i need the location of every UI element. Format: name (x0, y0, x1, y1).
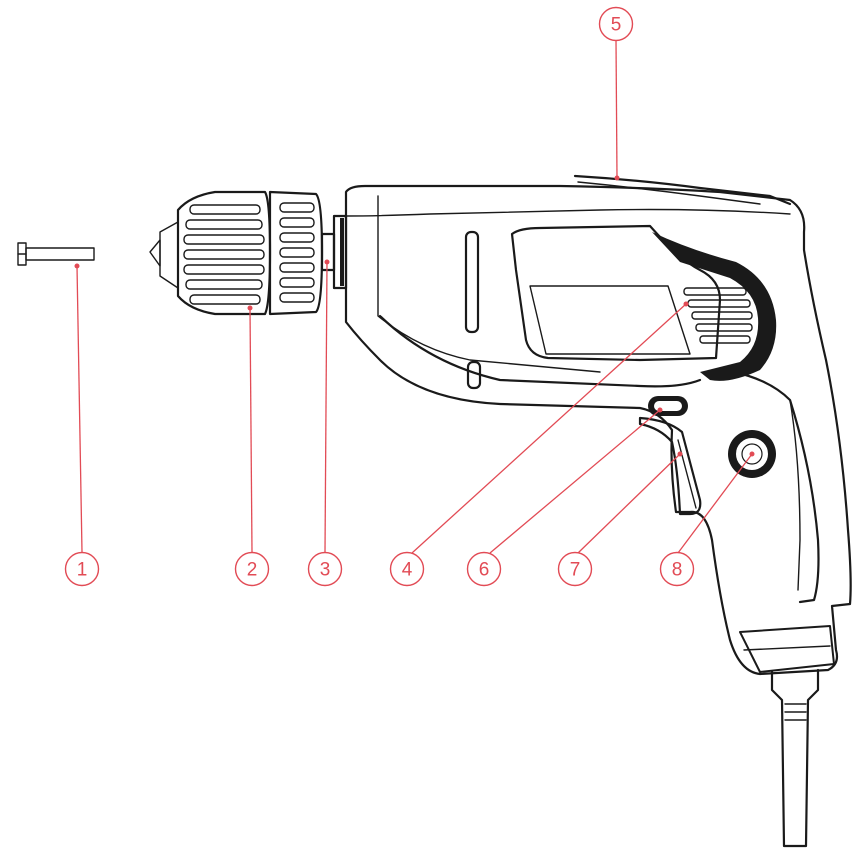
leader-lines (74, 39, 755, 554)
screw (17, 242, 95, 266)
trigger (638, 416, 702, 516)
callout-7: 7 (557, 551, 593, 587)
power-cord (770, 668, 820, 848)
callout-label: 7 (570, 560, 581, 581)
callout-4: 4 (389, 551, 425, 587)
drill-body (344, 174, 852, 676)
callout-label: 3 (320, 560, 331, 581)
callout-label: 5 (611, 15, 622, 36)
callout-3: 3 (307, 551, 343, 587)
callout-8: 8 (659, 551, 695, 587)
callout-label: 6 (479, 560, 490, 581)
callout-label: 2 (247, 560, 258, 581)
direction-switch (648, 396, 688, 416)
spindle-collar (320, 214, 348, 290)
callout-label: 4 (402, 560, 413, 581)
callout-1: 1 (64, 551, 100, 587)
chuck (149, 190, 324, 316)
callout-6: 6 (466, 551, 502, 587)
callout-2: 2 (234, 551, 270, 587)
callout-label: 1 (77, 560, 88, 581)
callout-5: 5 (598, 6, 634, 42)
callout-label: 8 (672, 560, 683, 581)
